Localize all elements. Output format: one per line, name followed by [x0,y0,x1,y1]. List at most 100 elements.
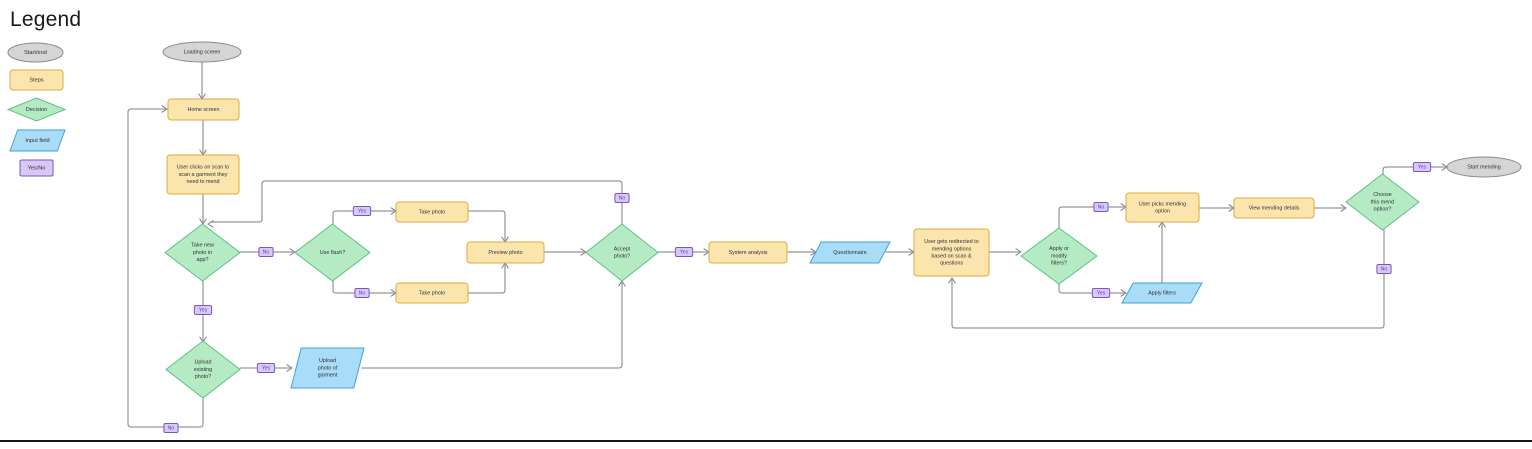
node-accept-photo-decision-label: Accept [614,246,631,252]
node-use-flash-decision[interactable]: Use flash? [294,223,371,282]
edge-uploaddec-no-loop-to-home-label-badge [163,423,179,433]
edge-applymod-yes-to-applyfilters-label-badge [1091,288,1111,298]
legend-start-end-label: Start/end [24,50,47,56]
edge-uploaddec-yes-to-uploadphoto-label-badge [256,363,276,373]
node-loading-screen[interactable]: Loading screen [162,41,242,63]
edge-applymod-no-to-userpicks-label-text: No [1098,205,1105,211]
edge-choose-no-loop-to-redirect-arrowhead [948,277,956,284]
node-questionnaire-label: Questionnaire [833,250,867,256]
node-take-photo-flash-label: Take photo [419,209,445,215]
node-preview-photo[interactable]: Preview photo [466,241,545,264]
node-questionnaire[interactable]: Questionnaire [809,241,891,264]
edge-useflash-no-to-takephoto2-label-badge [354,288,370,298]
edge-accept-no-loop-to-takenew-arrowhead [207,220,214,228]
node-take-photo-no-flash[interactable]: Take photo [395,282,469,304]
edge-uploaddec-no-loop-to-home-label-text: No [168,426,175,432]
edge-takenew-no-to-useflash-label-badge [258,247,274,257]
edge-accept-no-loop-to-takenew [211,180,623,225]
node-user-redirected-mending-options-shape [913,228,990,277]
node-choose-mend-option-decision-label: Choose [1373,192,1392,198]
node-apply-or-modify-filters-decision-shape [1020,227,1098,285]
node-upload-photo-of-garment-shape [290,347,365,389]
edge-applymod-yes-to-applyfilters-arrowhead [1120,289,1127,297]
node-use-flash-decision-shape [294,223,371,282]
node-accept-photo-decision-label: photo? [614,254,631,260]
legend-yes-no-shape [19,159,54,177]
edge-uploaddec-no-loop-to-home-arrowhead [161,105,168,113]
node-accept-photo-decision-shape [585,223,659,282]
node-upload-existing-photo-decision-label: Upload [194,360,211,366]
edge-useflash-yes-to-takephoto1-label-text: Yes [358,209,367,215]
node-accept-photo-decision[interactable]: Accept photo? [585,223,659,282]
node-upload-existing-photo-decision-label: photo? [195,374,212,380]
node-user-clicks-scan-label: User clicks on scan to [177,165,229,171]
edge-choose-no-loop-to-redirect-label-text: No [1381,267,1388,273]
node-upload-existing-photo-decision-label: existing [194,367,212,373]
node-system-analysis-shape [708,241,788,264]
node-take-new-photo-decision-label: app? [197,257,209,263]
node-system-analysis[interactable]: System analysis [708,241,788,264]
edge-useflash-yes-to-takephoto1 [332,210,395,225]
edge-applymod-no-to-userpicks-label-badge [1093,202,1109,212]
legend-title: Legend [10,8,82,31]
node-questionnaire-shape [809,241,891,264]
node-take-new-photo-decision-shape [164,223,241,282]
legend-start-end: Start/end [7,42,64,63]
node-preview-photo-label: Preview photo [488,250,522,256]
node-take-photo-flash[interactable]: Take photo [395,201,469,223]
node-start-mending[interactable]: Start mending [1446,156,1522,178]
legend-input-field: Input field [9,129,66,152]
node-apply-or-modify-filters-decision-label: Apply or [1049,246,1069,252]
node-home-screen[interactable]: Home screen [167,98,240,121]
node-user-redirected-mending-options-label: based on scan & [931,254,972,260]
node-take-new-photo-decision-label: Take new [191,243,214,249]
node-start-mending-label: Start mending [1467,164,1501,170]
node-apply-filters[interactable]: Apply filters [1121,282,1203,304]
bottom-divider [0,440,1532,442]
legend-yes-no-label: Yes/No [28,165,46,171]
node-user-picks-mending-option[interactable]: User picks mending option [1125,192,1200,223]
legend-input-field-shape [9,129,66,152]
node-user-picks-mending-option-label: option [1155,209,1170,215]
edge-applymod-yes-to-applyfilters [1058,283,1125,294]
node-view-mending-details[interactable]: View mending details [1233,197,1315,219]
edge-takephoto2-to-preview [467,264,506,294]
node-apply-or-modify-filters-decision-label: modify [1051,253,1067,259]
node-user-picks-mending-option-label: User picks mending [1139,201,1186,207]
node-use-flash-decision-label: Use flash? [320,250,345,256]
node-apply-or-modify-filters-decision-label: filters? [1051,261,1067,267]
node-upload-photo-of-garment-label: garment [318,373,338,379]
node-apply-filters-shape [1121,282,1203,304]
edge-choose-yes-to-startmending [1382,166,1446,175]
edge-accept-yes-to-sysanalysis-label-badge [674,247,694,257]
node-choose-mend-option-decision-shape [1345,173,1420,231]
legend-steps: Steps [9,69,64,91]
edge-takenew-no-to-useflash-label-text: No [263,250,270,256]
edge-useflash-yes-to-takephoto1-label-badge [352,206,372,216]
node-choose-mend-option-decision-label: option? [1374,207,1392,213]
edge-applymod-yes-to-applyfilters-label-text: Yes [1097,291,1106,297]
node-preview-photo-shape [466,241,545,264]
node-user-clicks-scan-shape [166,154,240,195]
edge-choose-no-loop-to-redirect [951,229,1385,329]
node-loading-screen-shape [162,41,242,63]
edge-takenew-yes-to-upload-decision-label-text: Yes [199,308,208,314]
legend-yes-no: Yes/No [19,159,54,177]
node-upload-photo-of-garment-label: Upload [319,358,336,364]
edge-useflash-no-to-takephoto2 [332,280,395,294]
node-home-screen-shape [167,98,240,121]
legend-decision-shape [6,97,67,122]
edge-accept-no-loop-to-takenew-label-text: No [619,196,626,202]
